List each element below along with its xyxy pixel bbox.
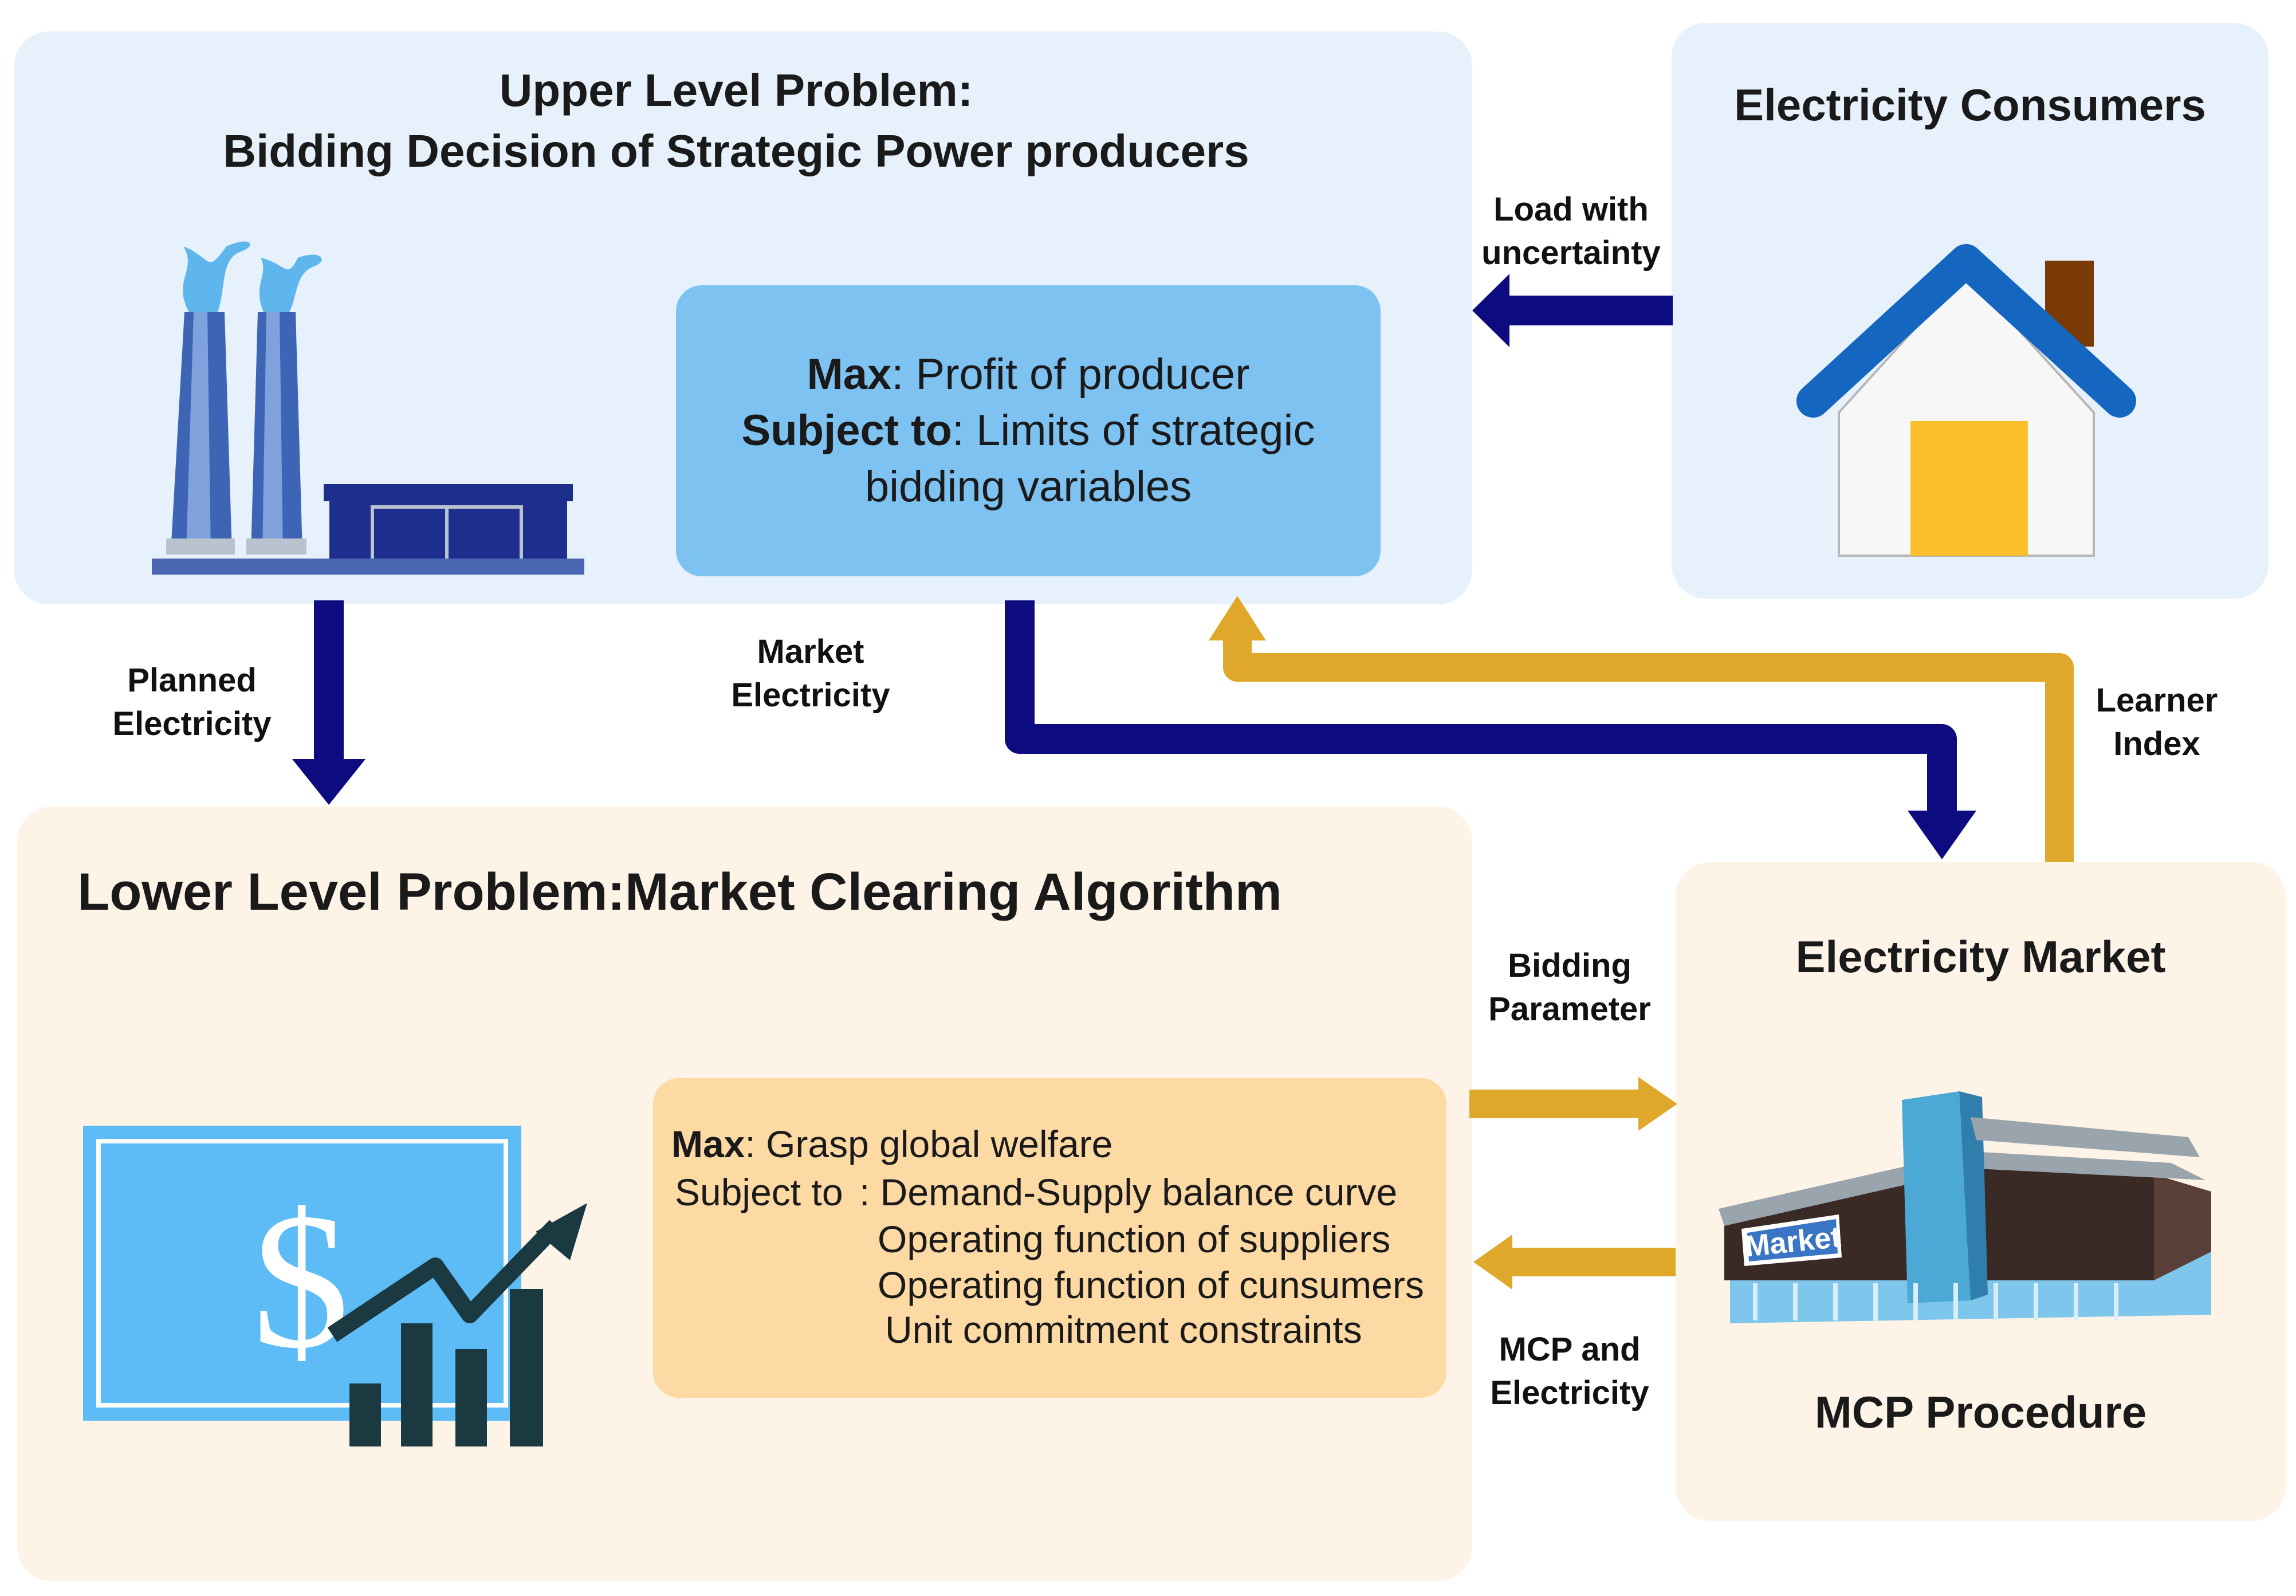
market-elec-label-line2: Electricity — [731, 677, 890, 714]
bidding-label-line1: Bidding — [1508, 947, 1631, 984]
mcp-procedure-title: MCP Procedure — [1814, 1387, 2147, 1437]
bidding-parameter-label: Bidding Parameter — [1467, 944, 1673, 1031]
lower-constraint-2: Operating function of suppliers — [878, 1218, 1391, 1260]
upper-title-line1: Upper Level Problem: — [499, 65, 973, 116]
planned-electricity-arrow — [292, 600, 365, 805]
upper-max-key: Max — [807, 350, 892, 399]
market-title: Electricity Market — [1795, 931, 2166, 982]
load-uncertainty-label: Load with uncertainty — [1469, 188, 1673, 275]
lower-objective-box: Max: Grasp global welfare Subject to : D… — [653, 1078, 1446, 1398]
upper-title-line2: Bidding Decision of Strategic Power prod… — [223, 125, 1249, 176]
market-electricity-label: Market Electricity — [705, 630, 917, 717]
lower-constraint-1: : Demand-Supply balance curve — [859, 1171, 1398, 1213]
planned-label-line2: Electricity — [112, 705, 272, 742]
house-icon — [1796, 244, 2136, 557]
lower-max-row: Max: Grasp global welfare — [671, 1121, 1112, 1167]
mcp-electricity-arrow — [1473, 1235, 1676, 1290]
learner-label-line2: Index — [2113, 725, 2200, 762]
upper-st-text: : Limits of strategic — [952, 406, 1315, 455]
upper-objective-box: Max: Profit of producer Subject to: Limi… — [676, 285, 1381, 576]
market-building-icon: Market — [1719, 1091, 2211, 1323]
load-label-line1: Load with — [1493, 191, 1649, 228]
lower-constraint-4: Unit commitment constraints — [885, 1308, 1362, 1351]
learner-index-label: Learner Index — [2062, 679, 2251, 766]
learner-index-arrow — [1209, 596, 2074, 862]
bidding-parameter-arrow — [1469, 1077, 1677, 1131]
lower-constraint-3: Operating function of cunsumers — [878, 1264, 1424, 1306]
market-elec-label-line1: Market — [757, 633, 864, 670]
mcp-electricity-label: MCP and Electricity — [1467, 1328, 1673, 1415]
upper-max-row: Max: Profit of producer — [807, 347, 1249, 403]
consumers-title: Electricity Consumers — [1734, 80, 2206, 130]
mcp-label-line1: MCP and — [1499, 1331, 1641, 1368]
load-label-line2: uncertainty — [1481, 234, 1661, 272]
upper-st-row2: bidding variables — [864, 462, 1192, 511]
mcp-label-line2: Electricity — [1490, 1374, 1649, 1412]
lower-st-key: Subject to — [675, 1171, 843, 1213]
upper-level-title: Upper Level Problem: Bidding Decision of… — [34, 60, 1438, 182]
load-arrow — [1472, 274, 1673, 347]
bidding-label-line2: Parameter — [1488, 990, 1651, 1028]
market-electricity-arrow — [1005, 600, 1976, 859]
planned-electricity-label: Planned Electricity — [86, 659, 298, 746]
lower-max-key: Max — [671, 1123, 745, 1165]
lower-max-text: : Grasp global welfare — [745, 1123, 1113, 1165]
learner-label-line1: Learner — [2096, 682, 2218, 719]
lower-level-title: Lower Level Problem:Market Clearing Algo… — [77, 863, 1282, 921]
upper-st-row: Subject to: Limits of strategic — [742, 403, 1315, 459]
dollar-sign-text: $ — [252, 1173, 349, 1389]
planned-label-line1: Planned — [127, 662, 257, 699]
upper-max-text: : Profit of producer — [891, 350, 1250, 399]
power-plant-icon — [152, 241, 584, 575]
upper-st-key: Subject to — [741, 406, 952, 455]
dollar-growth-icon: $ — [83, 1126, 587, 1446]
